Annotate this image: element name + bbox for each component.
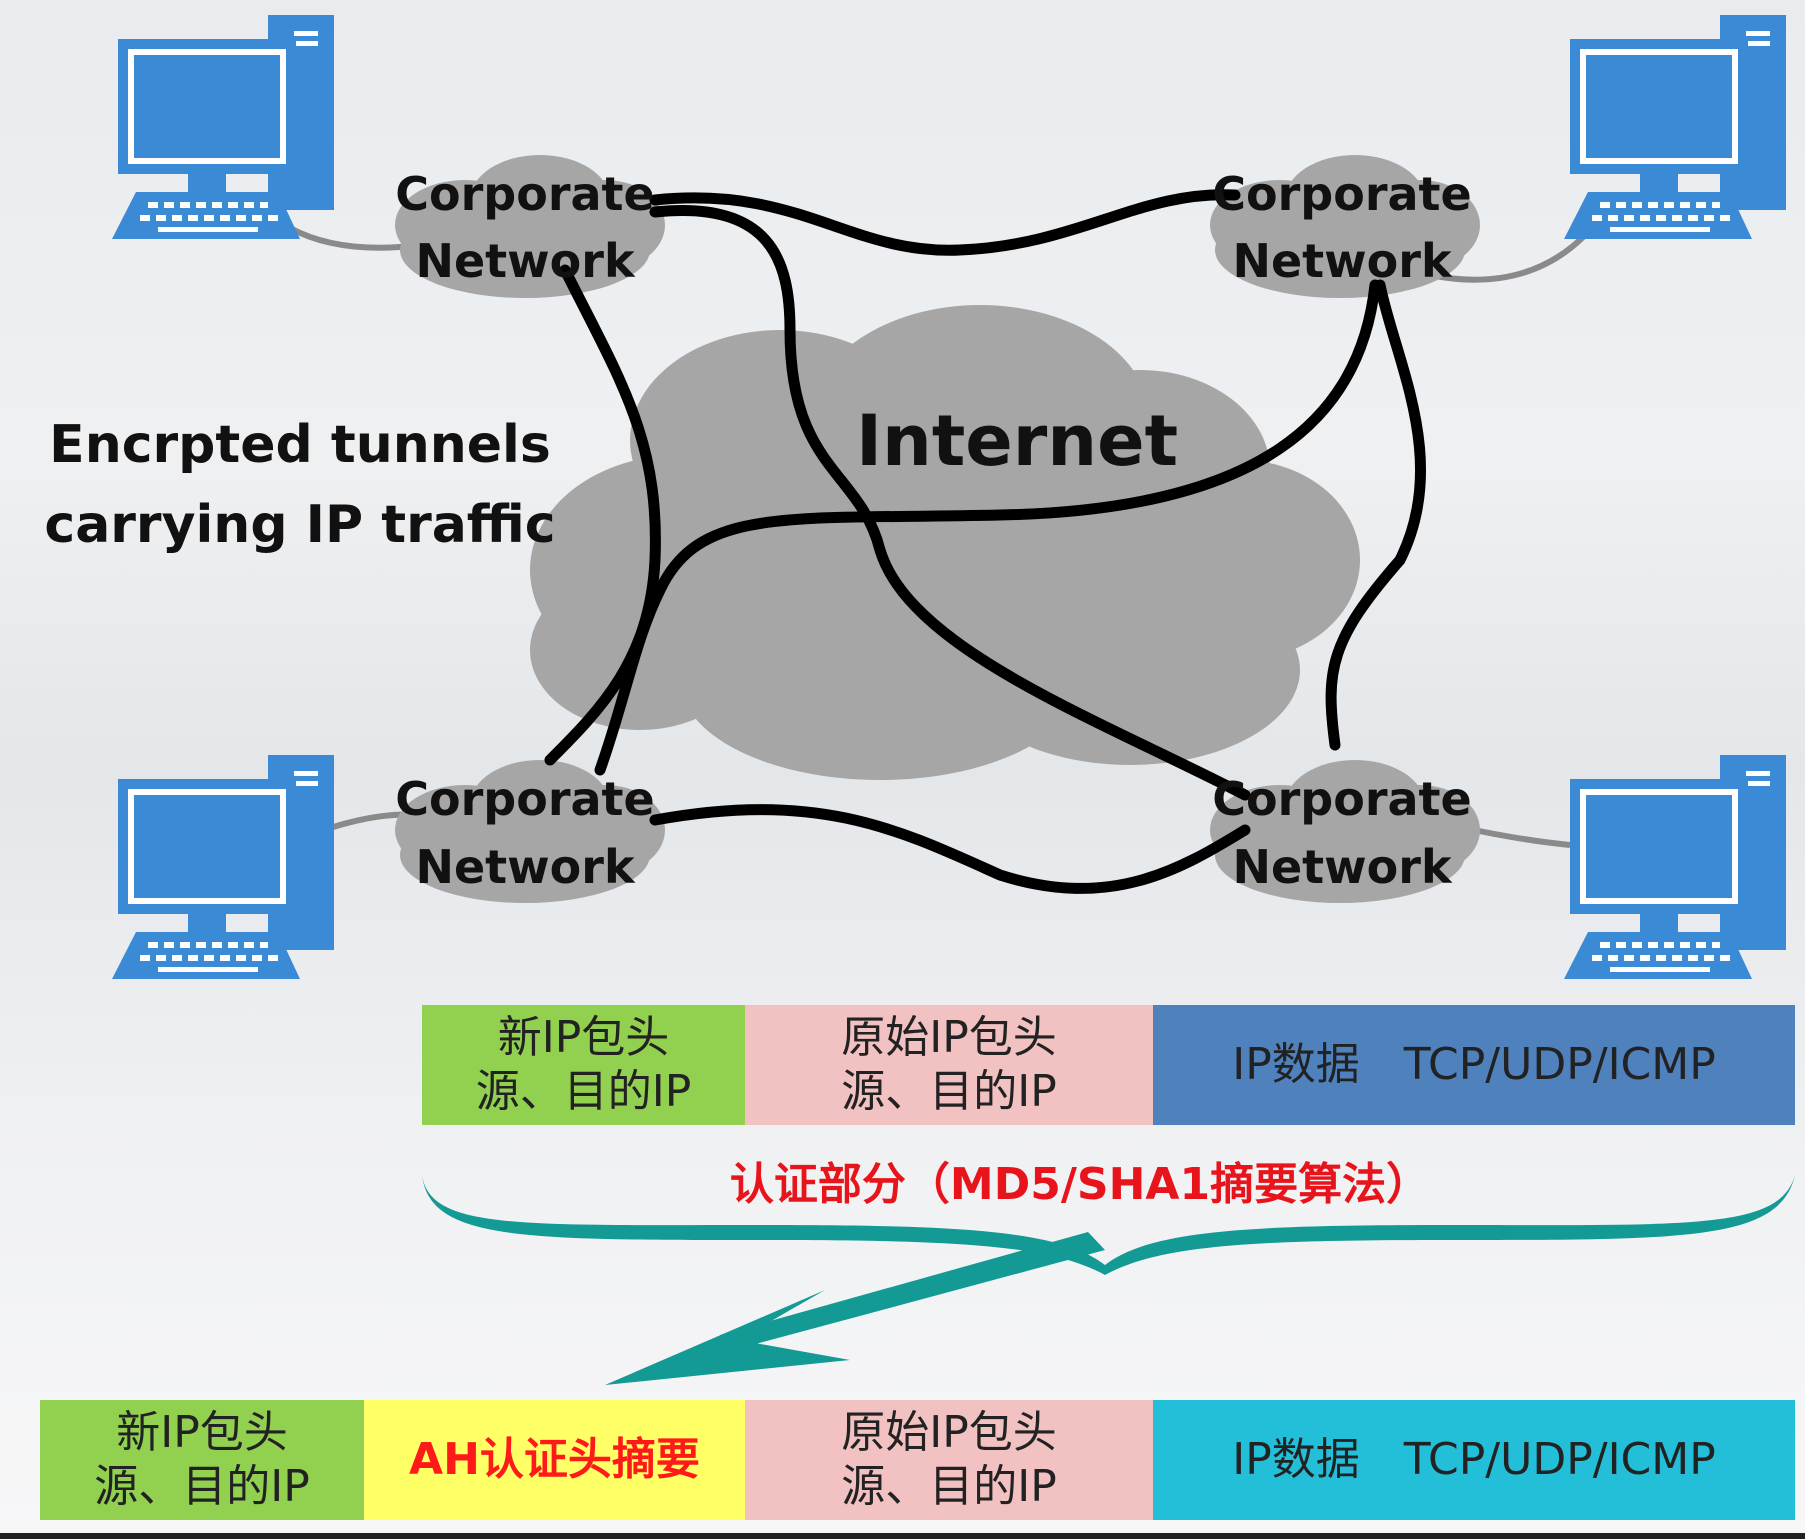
- original-ip-header-line-1: 原始IP包头: [841, 1012, 1057, 1063]
- new-ip-header-cell: 新IP包头 源、目的IP: [422, 1005, 745, 1125]
- ip-data-cell: IP数据 TCP/UDP/ICMP: [1153, 1005, 1795, 1125]
- corporate-label-tr-2: Network: [1232, 234, 1452, 288]
- tunnel-description: Encrpted tunnels carrying IP traffic: [40, 405, 560, 565]
- ah-original-ip-header-cell: 原始IP包头 源、目的IP: [745, 1400, 1153, 1520]
- corporate-label-bl-2: Network: [415, 840, 635, 894]
- tunnel-description-line-1: Encrpted tunnels: [49, 415, 551, 475]
- computer-icon-bottom-left: [112, 755, 334, 979]
- ah-ip-data-cell: IP数据 TCP/UDP/ICMP: [1153, 1400, 1795, 1520]
- ah-original-ip-header-line-1: 原始IP包头: [841, 1407, 1057, 1458]
- new-ip-header-line-2: 源、目的IP: [475, 1066, 692, 1117]
- corporate-label-br-1: Corporate: [1212, 772, 1472, 826]
- computer-icon-bottom-right: [1564, 755, 1786, 979]
- packet-row-original: 新IP包头 源、目的IP 原始IP包头 源、目的IP IP数据 TCP/UDP/…: [422, 1005, 1795, 1125]
- ah-new-ip-header-line-2: 源、目的IP: [94, 1461, 310, 1512]
- ah-header-cell: AH认证头摘要: [364, 1400, 745, 1520]
- ip-data-label: IP数据 TCP/UDP/ICMP: [1232, 1039, 1716, 1090]
- ah-header-label: AH认证头摘要: [409, 1434, 700, 1485]
- corporate-label-tr-1: Corporate: [1212, 167, 1472, 221]
- new-ip-header-line-1: 新IP包头: [497, 1012, 670, 1063]
- ah-new-ip-header-line-1: 新IP包头: [116, 1407, 288, 1458]
- corporate-label-bl-1: Corporate: [395, 772, 655, 826]
- internet-label: Internet: [856, 400, 1178, 482]
- corporate-label-tl-1: Corporate: [395, 167, 655, 221]
- tunnel-lines: [544, 189, 1426, 894]
- ah-ip-data-label: IP数据 TCP/UDP/ICMP: [1232, 1434, 1716, 1485]
- arrow-icon: [605, 1232, 1105, 1385]
- ah-new-ip-header-cell: 新IP包头 源、目的IP: [40, 1400, 364, 1520]
- auth-part-label: 认证部分（MD5/SHA1摘要算法）: [729, 1159, 1431, 1210]
- ah-original-ip-header-line-2: 源、目的IP: [841, 1461, 1057, 1512]
- bottom-divider: [0, 1533, 1805, 1539]
- computer-icon-top-left: [112, 15, 334, 239]
- tunnel-description-line-2: carrying IP traffic: [44, 495, 556, 555]
- corporate-label-br-2: Network: [1232, 840, 1452, 894]
- packet-row-ah: 新IP包头 源、目的IP AH认证头摘要 原始IP包头 源、目的IP IP数据 …: [40, 1400, 1795, 1520]
- computer-icon-top-right: [1564, 15, 1786, 239]
- original-ip-header-line-2: 源、目的IP: [841, 1066, 1057, 1117]
- corporate-label-tl-2: Network: [415, 234, 635, 288]
- original-ip-header-cell: 原始IP包头 源、目的IP: [745, 1005, 1153, 1125]
- corporate-labels: Corporate Network Corporate Network Corp…: [395, 167, 1472, 894]
